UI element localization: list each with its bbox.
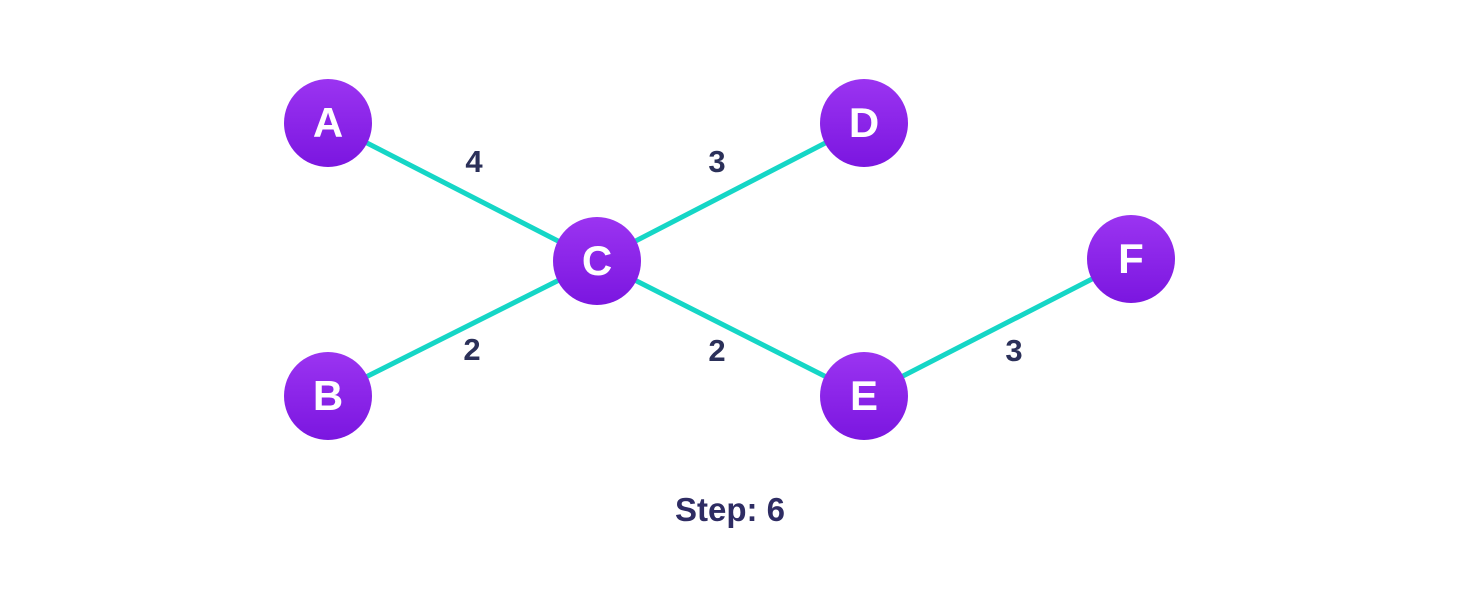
node-F: F — [1087, 215, 1175, 303]
edge-weight-C-D: 3 — [708, 144, 726, 179]
edge-weight-A-C: 4 — [465, 144, 483, 179]
node-E: E — [820, 352, 908, 440]
edge-weight-B-C: 2 — [463, 332, 481, 367]
edge-C-D — [594, 120, 867, 264]
edge-B-C — [325, 258, 600, 399]
edge-weight-C-E: 2 — [708, 333, 726, 368]
step-counter: Step: 6 — [674, 491, 786, 528]
node-label-A: A — [312, 99, 344, 146]
node-label-B: B — [312, 372, 344, 419]
node-D: D — [820, 79, 908, 167]
node-label-C: C — [581, 237, 613, 284]
node-B: B — [284, 352, 372, 440]
node-C: C — [553, 217, 641, 305]
node-label-D: D — [848, 99, 880, 146]
edge-C-E — [594, 258, 867, 399]
node-label-F: F — [1118, 235, 1144, 282]
edge-weight-E-F: 3 — [1005, 333, 1023, 368]
edge-E-F — [861, 256, 1134, 399]
edge-A-C — [325, 120, 600, 264]
node-A: A — [284, 79, 372, 167]
node-label-E: E — [849, 372, 878, 419]
